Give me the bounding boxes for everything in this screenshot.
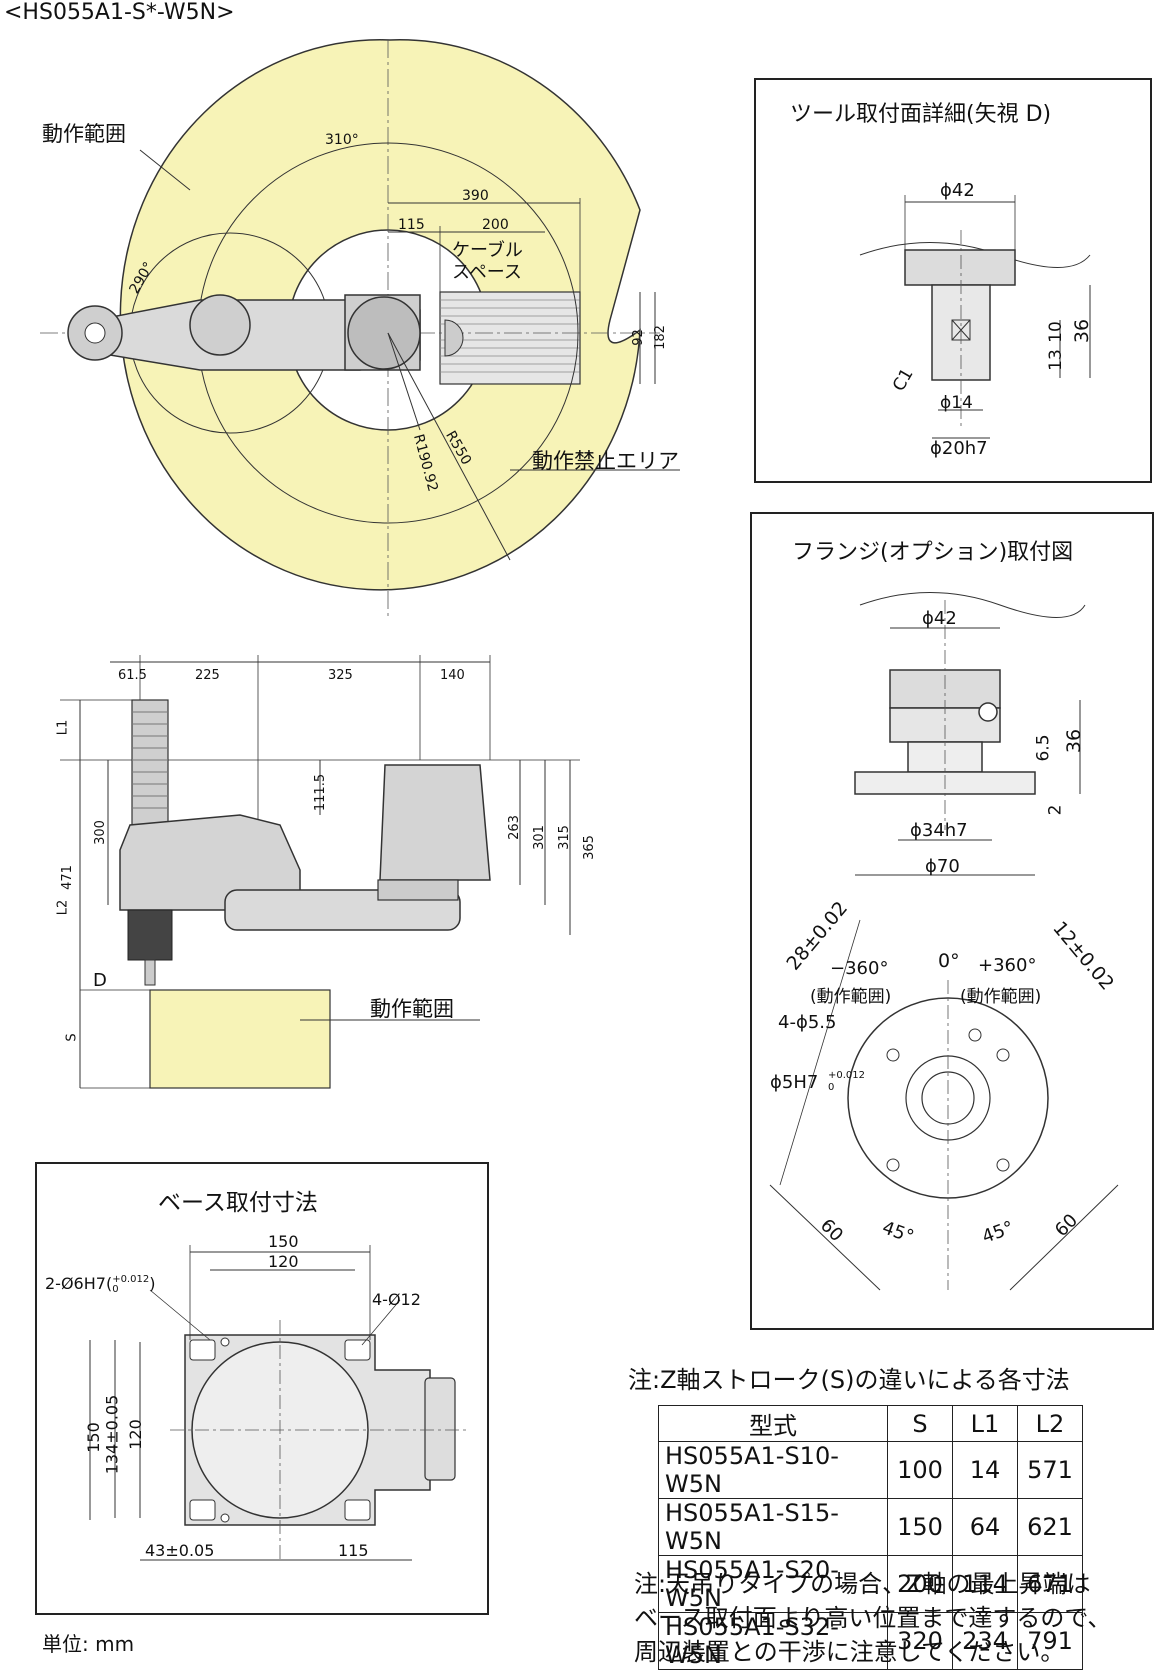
forbidden-area-label: 動作禁止エリア <box>532 449 679 473</box>
drawing-title: <HS055A1-S*-W5N> <box>4 0 235 25</box>
base-dim-120h: 120 <box>125 1419 145 1450</box>
table-cell: HS055A1-S20-W5N <box>658 1555 888 1613</box>
cable-space-label-2: スペース <box>452 262 522 283</box>
tool-detail-title: ツール取付面詳細(矢視 D) <box>790 102 1052 127</box>
label-d: D <box>93 970 107 991</box>
table-cell: 14 <box>952 1441 1018 1499</box>
table-cell: 571 <box>1017 1441 1083 1499</box>
flange-zero-deg: 0° <box>938 950 960 972</box>
ceiling-note-line-2: ベース取付面より高い位置まで達するので、 <box>634 1604 1112 1632</box>
flange-holes-4: 4-ϕ5.5 <box>778 1012 837 1033</box>
base-pins-tol0: 0 <box>112 1283 119 1295</box>
dim-225: 225 <box>195 668 220 683</box>
table-row: HS055A1-S20-W5N 200 114 671 <box>658 1555 1083 1613</box>
tool-phi42: ϕ42 <box>940 180 975 201</box>
tool-phi14: ϕ14 <box>940 393 973 413</box>
flange-range-plus: (動作範囲) <box>960 987 1042 1007</box>
ceiling-note-line-3: 周辺装置との干渉に注意してください。 <box>634 1638 1065 1666</box>
flange-plus360: +360° <box>978 955 1037 976</box>
flange-panel <box>750 512 1154 1330</box>
table-header-row: 型式 S L1 L2 <box>658 1405 1083 1442</box>
base-dim-115: 115 <box>338 1541 369 1560</box>
base-dim-43: 43±0.05 <box>145 1541 215 1560</box>
table-header: L2 <box>1017 1405 1083 1442</box>
tool-detail-panel <box>754 78 1152 483</box>
table-header: L1 <box>952 1405 1018 1442</box>
flange-minus360: −360° <box>830 958 889 979</box>
base-dim-134: 134±0.05 <box>102 1394 122 1475</box>
base-pins-close: ) <box>149 1274 156 1293</box>
z-stroke-note: 注:Z軸ストローク(S)の違いによる各寸法 <box>628 1366 1070 1394</box>
flange-range-minus: (動作範囲) <box>810 987 892 1007</box>
table-cell: 791 <box>1017 1612 1083 1670</box>
base-panel <box>35 1162 489 1615</box>
stroke-dimension-table: 型式 S L1 L2 HS055A1-S10-W5N 100 14 571 HS… <box>658 1405 1083 1670</box>
flange-phi34h7: ϕ34h7 <box>910 820 968 841</box>
base-pins-text: 2-Ø6H7( <box>45 1274 113 1293</box>
ceiling-note-line-1: 注:天吊りタイプの場合、Z軸の最上昇端は <box>634 1570 1091 1598</box>
side-range-label: 動作範囲 <box>370 997 454 1021</box>
base-dim-150w: 150 <box>268 1232 299 1251</box>
table-cell: HS055A1-S10-W5N <box>658 1441 888 1499</box>
table-header: S <box>887 1405 953 1442</box>
top-range-label: 動作範囲 <box>42 122 126 146</box>
flange-phi70: ϕ70 <box>925 856 960 877</box>
base-dim-150h: 150 <box>83 1422 103 1453</box>
table-cell: HS055A1-S32-W5N <box>658 1612 888 1670</box>
angle-310-label: 310° <box>325 132 359 148</box>
dim-325: 325 <box>328 668 353 683</box>
side-range-area <box>149 989 331 1089</box>
flange-phi5h7-tol0: 0 <box>828 1082 835 1093</box>
table-cell: 100 <box>887 1441 953 1499</box>
base-dim-120w: 120 <box>268 1252 299 1271</box>
flange-title: フランジ(オプション)取付図 <box>792 540 1074 565</box>
table-cell: HS055A1-S15-W5N <box>658 1498 888 1556</box>
table-cell: 621 <box>1017 1498 1083 1556</box>
table-row: HS055A1-S15-W5N 150 64 621 <box>658 1498 1083 1556</box>
flange-phi42: ϕ42 <box>922 608 957 629</box>
base-pins-tol: +0.012 <box>112 1273 150 1285</box>
dim-390: 390 <box>462 188 489 204</box>
table-cell: 64 <box>952 1498 1018 1556</box>
flange-phi5h7-tol: +0.012 <box>828 1070 866 1081</box>
unit-label: 単位: mm <box>42 1632 135 1656</box>
side-pillar <box>379 764 491 881</box>
table-cell: 671 <box>1017 1555 1083 1613</box>
table-cell: 114 <box>952 1555 1018 1613</box>
table-row: HS055A1-S10-W5N 100 14 571 <box>658 1441 1083 1499</box>
flange-phi5h7: ϕ5H7 <box>770 1072 819 1093</box>
table-header: 型式 <box>658 1405 888 1442</box>
dim-61-5: 61.5 <box>118 668 147 683</box>
dim-140: 140 <box>440 668 465 683</box>
cable-space-label-1: ケーブル <box>452 240 523 261</box>
dim-200: 200 <box>482 217 509 233</box>
table-cell: 150 <box>887 1498 953 1556</box>
base-holes-label: 4-Ø12 <box>372 1290 421 1309</box>
dim-115-top: 115 <box>398 217 425 233</box>
tool-phi20h7: ϕ20h7 <box>930 438 988 459</box>
base-title: ベース取付寸法 <box>158 1190 318 1216</box>
